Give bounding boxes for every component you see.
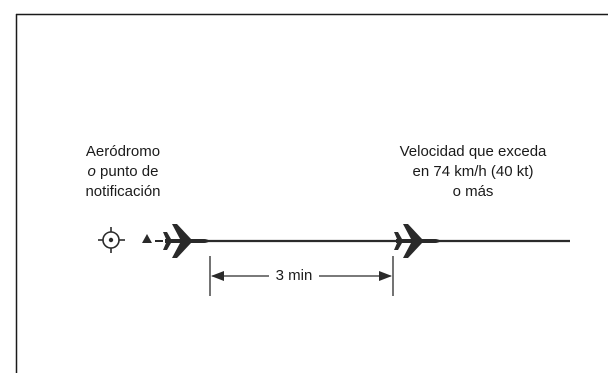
- reporting-point-label-line2-rest: punto de: [95, 163, 159, 180]
- second-aircraft-label-line2: en 74 km/h (40 kt): [412, 163, 534, 180]
- reporting-point-label-line3: notificación: [85, 183, 161, 200]
- second-aircraft-label-line3: o más: [452, 183, 494, 200]
- second-aircraft-label: Velocidad que exceda en 74 km/h (40 kt) …: [358, 142, 588, 202]
- first-aircraft-icon: [163, 224, 209, 258]
- interval-left-arrowhead: [211, 271, 224, 281]
- reporting-point-label: Aeródromo o punto de notificación: [48, 142, 198, 202]
- direction-triangle-icon: [142, 234, 152, 243]
- second-aircraft-label-line1: Velocidad que exceda: [399, 143, 547, 160]
- reporting-point-label-line2: o punto de: [48, 162, 198, 182]
- reporting-point-label-line1: Aeródromo: [85, 143, 161, 160]
- reporting-point-icon: [98, 227, 125, 253]
- interval-label: 3 min: [269, 266, 319, 286]
- interval-right-arrowhead: [379, 271, 392, 281]
- second-aircraft-icon: [394, 224, 440, 258]
- reporting-point-label-line2-italic: o: [87, 163, 96, 180]
